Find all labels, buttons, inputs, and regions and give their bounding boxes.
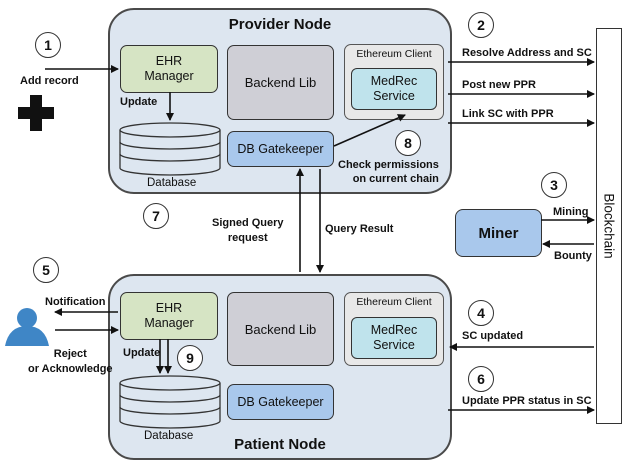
query-result-label: Query Result xyxy=(325,223,394,235)
provider-medrec-service: MedRec Service xyxy=(351,68,437,110)
bounty-label: Bounty xyxy=(554,250,592,262)
step-circle-4: 4 xyxy=(468,300,494,326)
patient-ethereum-client-title: Ethereum Client xyxy=(356,296,432,308)
miner-box: Miner xyxy=(455,209,542,257)
blockchain-bar: Blockchain xyxy=(596,28,622,424)
step-circle-3: 3 xyxy=(541,172,567,198)
sc-updated-label: SC updated xyxy=(462,330,524,342)
provider-backend-lib: Backend Lib xyxy=(227,45,334,120)
mining-label: Mining xyxy=(553,206,589,218)
provider-update-label: Update xyxy=(120,96,158,108)
provider-node-title: Provider Node xyxy=(228,16,332,33)
resolve-address-label: Resolve Address and SC xyxy=(462,47,592,59)
patient-medrec-service: MedRec Service xyxy=(351,317,437,359)
step-circle-8: 8 xyxy=(395,130,421,156)
plus-icon xyxy=(18,95,54,131)
patient-database-icon xyxy=(119,375,221,429)
step-circle-9: 9 xyxy=(177,345,203,371)
signed-query-label: Signed Query request xyxy=(212,217,284,244)
person-icon xyxy=(5,308,49,346)
patient-ehr-manager: EHR Manager xyxy=(120,292,218,340)
step-circle-7: 7 xyxy=(143,203,169,229)
provider-database-label: Database xyxy=(147,177,197,189)
patient-backend-lib: Backend Lib xyxy=(227,292,334,366)
add-record-label: Add record xyxy=(20,75,79,87)
check-permissions-label: Check permissions on current chain xyxy=(338,159,439,185)
notification-label: Notification xyxy=(45,296,106,308)
reject-acknowledge-label: Reject or Acknowledge xyxy=(28,348,113,375)
patient-node-title: Patient Node xyxy=(234,436,326,453)
provider-ethereum-client-title: Ethereum Client xyxy=(356,48,432,60)
provider-database-icon xyxy=(119,122,221,176)
update-ppr-label: Update PPR status in SC xyxy=(462,395,592,407)
provider-ehr-manager: EHR Manager xyxy=(120,45,218,93)
patient-update-label: Update xyxy=(123,347,161,359)
step-circle-1: 1 xyxy=(35,32,61,58)
patient-db-gatekeeper: DB Gatekeeper xyxy=(227,384,334,420)
step-circle-2: 2 xyxy=(468,12,494,38)
post-ppr-label: Post new PPR xyxy=(462,79,536,91)
provider-db-gatekeeper: DB Gatekeeper xyxy=(227,131,334,167)
patient-database-label: Database xyxy=(144,430,194,442)
step-circle-6: 6 xyxy=(468,366,494,392)
step-circle-5: 5 xyxy=(33,257,59,283)
link-sc-label: Link SC with PPR xyxy=(462,108,554,120)
